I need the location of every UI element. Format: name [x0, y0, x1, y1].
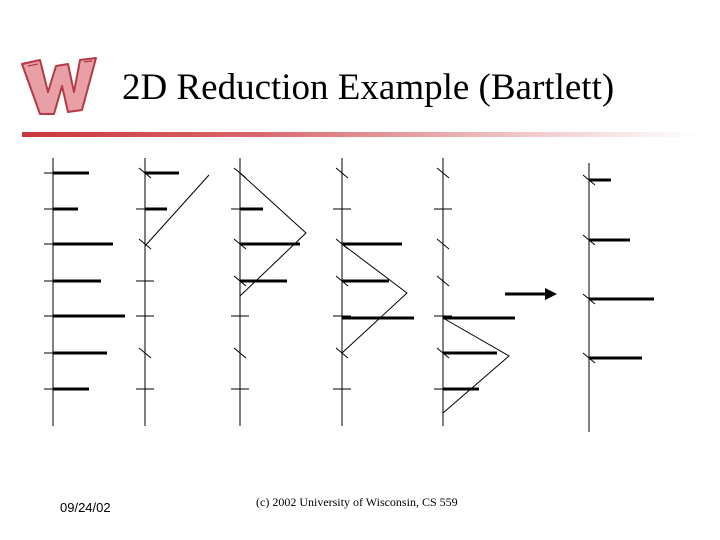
slide-title: 2D Reduction Example (Bartlett) — [122, 67, 615, 108]
footer-date: 09/24/02 — [60, 500, 111, 515]
column-step-1 — [136, 158, 210, 426]
result-arrow-icon — [505, 288, 557, 300]
wisconsin-w-logo-icon — [21, 57, 97, 115]
title-divider — [22, 132, 698, 137]
column-step-4 — [434, 158, 515, 426]
column-result — [582, 163, 654, 432]
column-step-3 — [333, 158, 414, 426]
footer-copyright: (c) 2002 University of Wisconsin, CS 559 — [256, 495, 458, 509]
column-original — [44, 158, 125, 426]
column-step-2 — [231, 158, 307, 426]
